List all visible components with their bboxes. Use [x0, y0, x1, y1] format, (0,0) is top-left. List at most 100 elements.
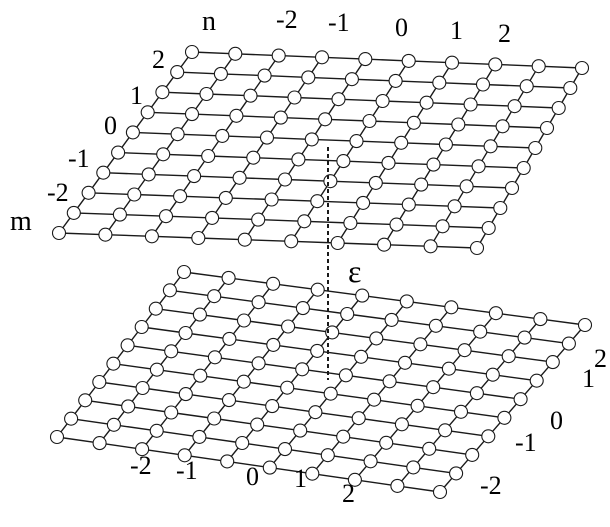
- lower-lattice-column-line: [99, 277, 230, 444]
- lower-lattice-node: [221, 393, 237, 408]
- upper-lattice-node: [51, 225, 67, 241]
- lower-lattice-node: [432, 484, 448, 500]
- upper-lattice-node: [426, 157, 441, 172]
- lower-lattice-node: [382, 374, 397, 389]
- bottom-tick-label: 0: [246, 462, 259, 491]
- upper-lattice-node: [356, 195, 371, 210]
- upper-lattice-node: [277, 172, 293, 187]
- upper-lattice-row-line: [118, 151, 524, 169]
- upper-lattice-row-line: [147, 111, 548, 129]
- lower-lattice-node: [410, 398, 425, 413]
- right-tick-label: 0: [550, 406, 563, 435]
- lower-lattice-node: [355, 288, 370, 303]
- upper-lattice-node: [127, 187, 142, 202]
- lower-lattice-node: [545, 355, 560, 370]
- lower-lattice-node: [293, 423, 308, 438]
- lower-lattice-node: [336, 429, 351, 444]
- lower-lattice-node: [441, 361, 456, 376]
- upper-lattice-node: [291, 152, 306, 167]
- upper-lattice-node: [228, 46, 243, 61]
- upper-lattice-row-line: [103, 172, 513, 189]
- upper-lattice-node: [218, 190, 233, 205]
- upper-lattice-node: [81, 185, 96, 200]
- upper-lattice-node: [507, 99, 522, 114]
- upper-lattice-lines: [58, 51, 583, 249]
- upper-lattice-node: [331, 92, 346, 107]
- upper-lattice-node: [330, 235, 345, 251]
- n-tick-label: 1: [450, 16, 463, 45]
- upper-lattice-node: [323, 174, 338, 189]
- upper-lattice-node: [349, 134, 364, 149]
- m-axis-letter: m: [10, 206, 32, 237]
- upper-lattice-node: [156, 147, 171, 162]
- lower-lattice-row-line: [85, 399, 473, 456]
- lower-lattice-node: [135, 380, 150, 396]
- upper-lattice-node: [111, 145, 126, 160]
- m-tick-label: 0: [104, 111, 117, 140]
- upper-lattice-node: [401, 53, 416, 68]
- n-tick-label: -2: [276, 5, 298, 34]
- upper-lattice-node: [531, 59, 546, 74]
- upper-lattice-node: [205, 210, 220, 225]
- lower-lattice-node: [457, 343, 472, 358]
- upper-lattice-node: [191, 230, 206, 246]
- upper-lattice-node: [528, 140, 543, 156]
- lower-lattice-node: [399, 294, 414, 309]
- lower-lattice-node: [92, 436, 107, 451]
- upper-lattice-column-line: [476, 67, 583, 249]
- lower-lattice-node: [251, 295, 266, 310]
- lower-lattice-node: [265, 399, 280, 414]
- bottom-tick-label: -2: [130, 451, 152, 480]
- lower-lattice-node: [178, 387, 193, 402]
- lower-lattice-node: [354, 349, 369, 364]
- right-tick-label: -2: [480, 471, 502, 500]
- lower-lattice-node: [347, 472, 362, 487]
- lower-lattice-node: [481, 429, 496, 444]
- upper-lattice-node: [184, 107, 200, 122]
- lower-lattice-node: [390, 478, 405, 493]
- right-tick-label: -1: [515, 428, 537, 457]
- upper-lattice-row-line: [162, 91, 559, 109]
- lower-lattice-node: [135, 442, 150, 457]
- upper-lattice-node: [519, 79, 534, 94]
- upper-lattice-row-line: [73, 212, 489, 229]
- lower-lattice-node: [220, 454, 235, 469]
- m-tick-label: -1: [68, 144, 90, 173]
- lower-lattice-node: [577, 317, 593, 333]
- lower-lattice-node: [513, 392, 528, 407]
- upper-lattice-node: [375, 93, 390, 109]
- upper-lattice-node: [471, 159, 486, 174]
- lower-lattice-column-line: [184, 289, 319, 456]
- lower-lattice-node: [517, 330, 532, 345]
- lower-lattice-node: [262, 460, 277, 475]
- upper-lattice-node: [435, 219, 450, 234]
- upper-lattice-column-line: [290, 60, 410, 242]
- upper-lattice-column-line: [151, 55, 280, 237]
- m-tick-label: -2: [47, 178, 69, 207]
- lower-lattice-node: [529, 373, 544, 388]
- lower-lattice-node: [280, 380, 295, 395]
- lower-lattice-lines: [56, 271, 586, 493]
- n-tick-label: -1: [328, 8, 350, 37]
- upper-lattice-node: [173, 189, 188, 204]
- lower-lattice-node: [295, 301, 310, 316]
- upper-lattice-nodes: [51, 44, 590, 256]
- lower-lattice-column-line: [439, 324, 586, 493]
- lower-lattice-row-line: [99, 381, 489, 437]
- lower-lattice-node: [501, 349, 516, 364]
- upper-lattice-node: [563, 80, 578, 96]
- upper-lattice-node: [199, 86, 214, 102]
- upper-lattice-node: [574, 60, 590, 76]
- lower-lattice-column-line: [141, 283, 274, 450]
- upper-lattice-node: [184, 44, 200, 60]
- upper-lattice-node: [155, 85, 170, 100]
- lower-lattice-column-line: [396, 318, 541, 487]
- upper-lattice-node: [343, 215, 358, 231]
- lower-lattice-node: [473, 324, 488, 339]
- lower-lattice-node: [488, 306, 503, 321]
- lower-lattice-column-line: [311, 306, 452, 475]
- upper-lattice-node: [264, 192, 279, 207]
- upper-lattice-node: [377, 237, 392, 252]
- upper-lattice-node: [158, 209, 174, 224]
- lower-lattice-node: [394, 417, 409, 432]
